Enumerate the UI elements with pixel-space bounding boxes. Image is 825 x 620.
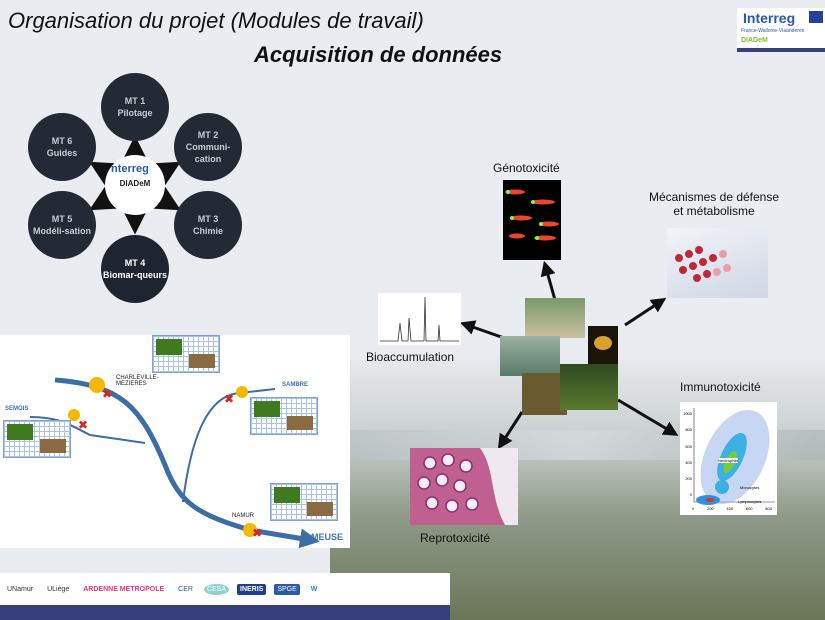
partner-logo: INERIS xyxy=(237,584,267,595)
label-genotoxicity: Génotoxicité xyxy=(493,161,560,175)
svg-text:✖: ✖ xyxy=(102,387,112,401)
partner-logo: W xyxy=(310,586,318,593)
label-immunotoxicity: Immunotoxicité xyxy=(680,380,761,394)
species-grid xyxy=(3,420,71,458)
chromatogram-image xyxy=(378,293,461,345)
river-lines: ✖ ✖ ✖ ✖ xyxy=(29,377,320,548)
label-monocytes: Monocytes xyxy=(740,485,760,490)
comet-assay-image xyxy=(503,180,561,260)
species-grid xyxy=(152,335,220,373)
logo-project: DIADeM xyxy=(741,37,768,44)
label-neutrophils: Neutrophils xyxy=(718,458,739,463)
species-grid xyxy=(250,397,318,435)
label-meuse: MEUSE xyxy=(311,532,344,542)
interreg-logo: Interreg France-Wallonie-Vlaanderen DIAD… xyxy=(737,8,825,52)
plant-image xyxy=(560,364,618,410)
slide-title: Organisation du projet (Modules de trava… xyxy=(8,8,424,33)
label-bioaccumulation: Bioaccumulation xyxy=(366,350,455,364)
fish-image xyxy=(500,336,560,376)
label-reprotoxicity: Reprotoxicité xyxy=(420,531,491,545)
label-lymphocytes: Lymphocytes xyxy=(738,499,762,504)
slide-subtitle: Acquisition de données xyxy=(254,42,503,67)
logo-region: France-Wallonie-Vlaanderen xyxy=(741,28,805,34)
trout-image xyxy=(525,298,585,338)
gammarus-image xyxy=(588,326,618,366)
label-semois: SEMOIS xyxy=(5,406,29,412)
partner-logo: UNamur xyxy=(7,586,34,593)
sediment-image xyxy=(522,373,567,415)
partner-logos: UNamur ULiège ARDENNE METROPOLE CER CESA… xyxy=(0,573,450,606)
species-grid xyxy=(270,483,338,521)
partner-logo: CESA xyxy=(203,584,229,595)
label-namur: NAMUR xyxy=(232,513,254,519)
partner-logo: ARDENNE METROPOLE xyxy=(83,586,165,593)
partner-logo: CER xyxy=(178,586,193,593)
histology-image xyxy=(410,448,518,525)
partner-logo: ULiège xyxy=(47,586,70,593)
organisms-collage xyxy=(500,298,618,415)
river-map: ✖ ✖ ✖ ✖ CHARLEVILLE-MEZIERES NAMUR SEMOIS S… xyxy=(0,335,350,548)
logo-brand: Interreg xyxy=(743,10,796,26)
footer-bar xyxy=(0,605,450,620)
microplate-image xyxy=(667,228,768,298)
svg-text:✖: ✖ xyxy=(224,392,234,406)
partner-logo: SPGE xyxy=(274,584,300,595)
svg-text:✖: ✖ xyxy=(252,526,262,540)
module-arrows xyxy=(89,135,181,235)
svg-text:✖: ✖ xyxy=(78,418,88,432)
eu-flag-icon xyxy=(809,11,823,23)
label-sambre: SAMBRE xyxy=(282,382,309,388)
label-charleville: CHARLEVILLE-MEZIERES xyxy=(116,375,159,387)
